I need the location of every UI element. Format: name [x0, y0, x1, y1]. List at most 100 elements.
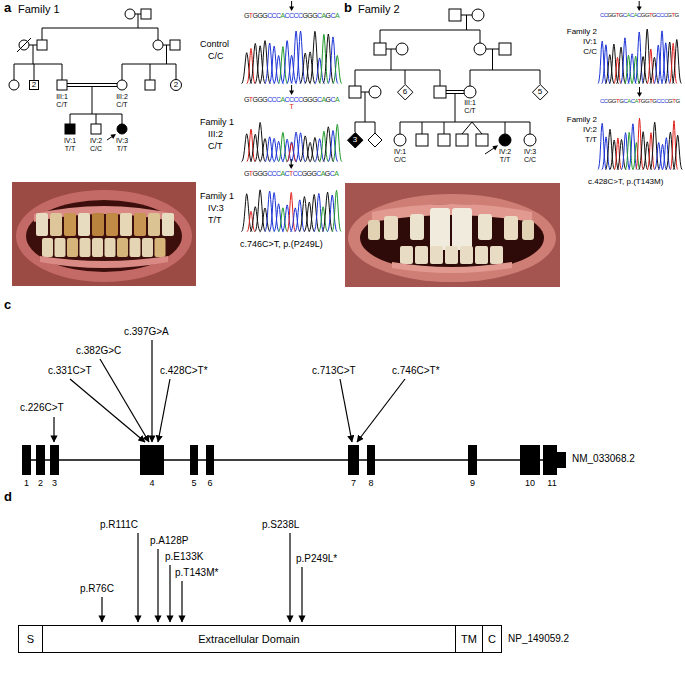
trace-peak	[333, 124, 342, 161]
base-letter: C	[298, 96, 302, 103]
pedigree-symbol	[474, 43, 486, 55]
base-letter: C	[267, 170, 271, 177]
base-letter: G	[244, 170, 249, 177]
gene-structure	[36, 445, 45, 475]
symbol-count: 2	[32, 81, 36, 89]
base-letter: G	[312, 96, 317, 103]
dental-photo	[162, 213, 174, 236]
base-letter: C	[664, 12, 668, 18]
base-letter: G	[253, 170, 258, 177]
dental-photo	[384, 216, 398, 240]
pedigree-symbol: 2	[170, 79, 182, 91]
pedigree-symbol	[438, 134, 450, 146]
domain-name: Extracellular Domain	[198, 634, 299, 645]
dental-photo	[16, 190, 192, 282]
variant-pointer	[301, 567, 302, 622]
base-letter: G	[641, 98, 645, 104]
dental-photo	[415, 246, 428, 264]
individual-id: III:2	[208, 130, 223, 140]
diamond-outline	[532, 84, 547, 99]
trace-peak	[319, 207, 328, 232]
pedigree-symbol	[349, 9, 536, 147]
dental-photo	[106, 213, 118, 236]
base-letter: C	[623, 12, 627, 18]
individual-id: III:1	[464, 99, 476, 107]
base-letter: T	[649, 12, 652, 18]
trace-peak	[333, 56, 342, 84]
base-letter: C	[660, 12, 664, 18]
domain-segment: TM	[455, 625, 483, 653]
pedigree-symbol	[396, 43, 408, 55]
base-letter: G	[307, 12, 312, 19]
trace-peak	[673, 135, 682, 169]
dental-photo	[92, 213, 104, 236]
dental-photo	[142, 238, 153, 257]
base-letter: C	[297, 170, 301, 177]
base-letter: G	[253, 12, 258, 19]
base-letter: C	[330, 170, 334, 177]
base-letter: G	[302, 12, 307, 19]
base-letter: A	[634, 12, 637, 18]
base-letter: G	[325, 170, 330, 177]
dental-photo	[130, 238, 141, 257]
base-letter: G	[307, 96, 312, 103]
pedigree-symbol	[117, 124, 127, 134]
position-arrow	[637, 7, 642, 12]
base-letter: G	[244, 12, 249, 19]
base-letter: A	[322, 12, 326, 19]
gene-structure	[367, 445, 375, 475]
base-letter: A	[335, 12, 339, 19]
trace-peak	[299, 197, 310, 232]
pedigree-symbol	[374, 43, 386, 55]
dental-photo	[522, 220, 534, 240]
base-letter: C	[623, 98, 627, 104]
panel-letter: c	[4, 298, 11, 312]
genotype: T/T	[208, 216, 222, 226]
individual-id: IV:1	[583, 38, 597, 47]
variant-label: p.P249L*	[296, 553, 337, 564]
dna-sequence: CCGGTGCACATGGTGCCCGTG	[600, 98, 680, 105]
base-letter: C	[330, 96, 334, 103]
base-letter: T	[249, 96, 253, 103]
base-letter: G	[652, 12, 656, 18]
pedigree-symbol	[434, 86, 446, 98]
genotype: T/T	[117, 145, 128, 153]
individual-id: IV:3	[116, 137, 128, 145]
accession-label: NP_149059.2	[508, 633, 569, 644]
genotype: C/T	[464, 107, 475, 115]
dental-photo	[430, 208, 450, 250]
dental-photo	[475, 246, 488, 264]
genotype: C/C	[524, 156, 536, 164]
mutation-label: c.428C>T, p.(T143M)	[588, 178, 663, 187]
dental-photo	[400, 246, 413, 264]
pedigree-symbol	[472, 9, 484, 21]
family-title: Family 1	[200, 118, 234, 128]
base-letter: G	[667, 12, 671, 18]
dental-photo	[368, 220, 380, 240]
dental-photo	[78, 213, 90, 236]
base-letter: C	[294, 12, 298, 19]
dental-photo	[452, 208, 472, 250]
base-letter: C	[330, 12, 334, 19]
variant-label: c.382G>C	[76, 345, 121, 356]
position-arrow	[289, 91, 294, 96]
base-letter: T	[638, 98, 641, 104]
exon-number: 3	[52, 479, 57, 489]
exon-number: 4	[149, 479, 154, 489]
gene-structure	[25, 459, 566, 461]
genotype: C/T	[116, 101, 127, 109]
variant-pointer	[137, 533, 138, 622]
variant-label: c.397G>A	[124, 326, 169, 337]
trace-peak	[315, 58, 325, 84]
base-letter: G	[645, 12, 649, 18]
base-letter: G	[307, 170, 312, 177]
base-letter: G	[262, 12, 267, 19]
base-letter: C	[600, 12, 604, 18]
base-letter: T	[672, 98, 675, 104]
pedigree-symbol	[416, 134, 428, 146]
base-letter: C	[285, 170, 289, 177]
base-letter: C	[298, 12, 302, 19]
base-letter: T	[249, 12, 253, 19]
